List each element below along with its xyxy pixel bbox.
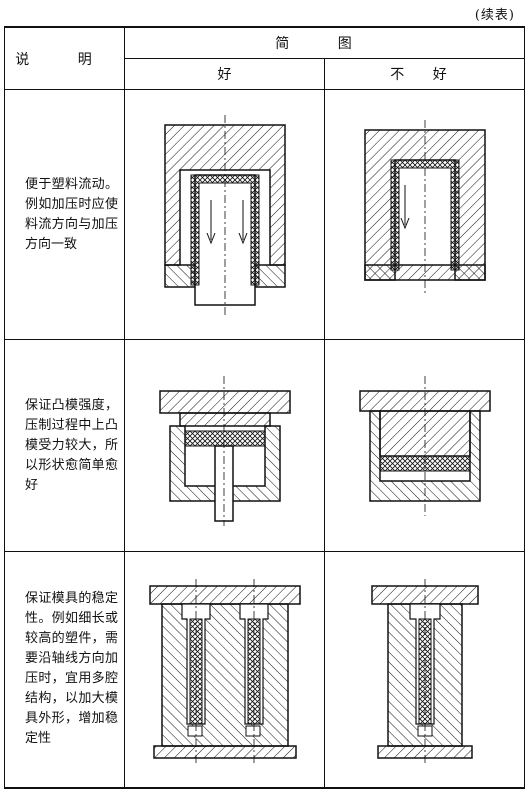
- header-description: 说 明: [4, 26, 125, 90]
- header-figure: 简 图: [123, 26, 526, 59]
- header-good: 好: [124, 58, 325, 90]
- table-row: 便于塑料流动。例如加压时应使料流方向与加压方向一致: [4, 89, 526, 340]
- table-row: 保证模具的稳定性。例如细长或较高的塑件，需要沿轴线方向加压时，宜用多腔结构，以加…: [4, 551, 526, 789]
- figure-good-1: [124, 89, 325, 340]
- figure-bad-3: [323, 551, 526, 789]
- table-row: 保证凸模强度，压制过程中上凸模受力较大，所以形状愈简单愈好: [4, 339, 526, 552]
- figure-bad-1: [323, 89, 526, 340]
- mold-diagram-multicavity-bad: [370, 579, 479, 765]
- comparison-table: 说 明 简 图 好 不 好 便于塑料流动。例如加压时应使料流方向与加压方向一致: [4, 26, 526, 789]
- row-description: 保证模具的稳定性。例如细长或较高的塑件，需要沿轴线方向加压时，宜用多腔结构，以加…: [4, 551, 125, 789]
- mold-diagram-flow-bad: [363, 119, 486, 295]
- mold-diagram-punch-bad: [358, 375, 491, 516]
- figure-good-3: [124, 551, 325, 789]
- mold-diagram-multicavity-good: [148, 579, 301, 765]
- mold-diagram-flow-good: [163, 114, 286, 315]
- header-bad: 不 好: [323, 58, 526, 90]
- row-description: 保证凸模强度，压制过程中上凸模受力较大，所以形状愈简单愈好: [4, 339, 125, 552]
- figure-good-2: [124, 339, 325, 552]
- continued-label: (续表): [474, 8, 515, 23]
- figure-bad-2: [323, 339, 526, 552]
- mold-diagram-punch-good: [158, 375, 291, 526]
- row-description: 便于塑料流动。例如加压时应使料流方向与加压方向一致: [4, 89, 125, 340]
